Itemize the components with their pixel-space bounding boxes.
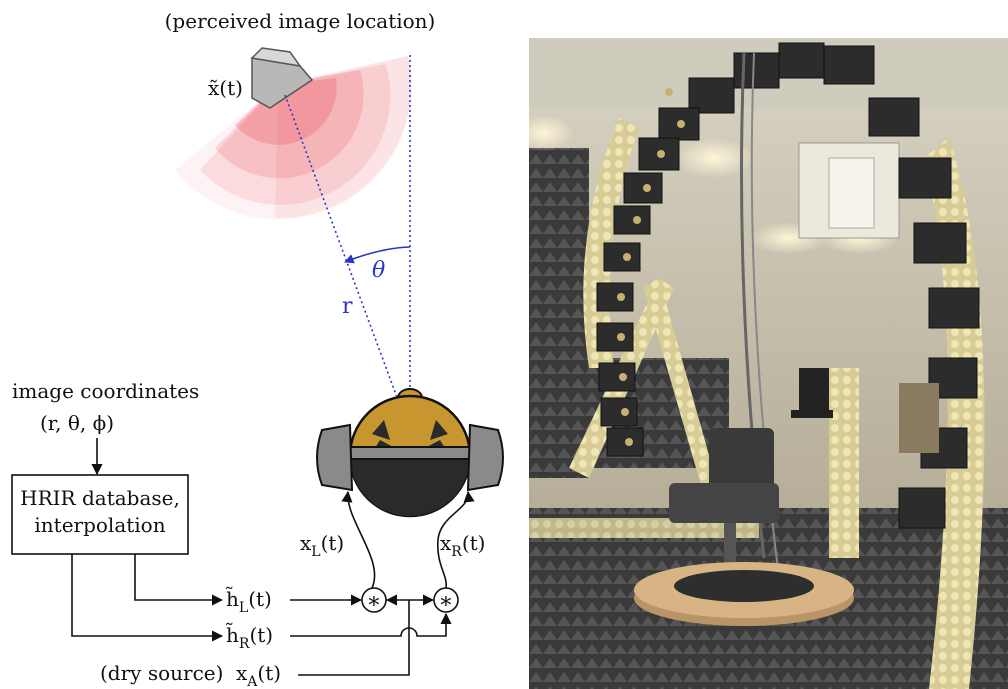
radius-label: r bbox=[342, 294, 353, 319]
image-coordinates-title: image coordinates bbox=[12, 379, 199, 403]
dry-source-line bbox=[298, 600, 410, 676]
hrir-line-2: interpolation bbox=[34, 513, 165, 537]
theta-arc bbox=[344, 246, 411, 264]
hrir-database-box bbox=[11, 474, 189, 555]
right-cable bbox=[437, 490, 475, 589]
radius-line bbox=[284, 94, 399, 401]
svg-text:∗: ∗ bbox=[367, 589, 382, 614]
h-left-line bbox=[134, 554, 224, 606]
h-right-label: h̃R(t) bbox=[225, 623, 273, 652]
source-signal-label: x̃(t) bbox=[208, 76, 243, 100]
left-cable bbox=[341, 490, 376, 589]
binaural-synthesis-diagram: (perceived image location) x̃(t) θ r xL(… bbox=[11, 9, 504, 689]
dry-source-signal: xA(t) bbox=[236, 661, 281, 689]
h-left-label: h̃L(t) bbox=[225, 587, 272, 616]
right-convolution-node: ∗ bbox=[433, 587, 459, 614]
theta-label: θ bbox=[372, 258, 385, 283]
hrir-line-1: HRIR database, bbox=[20, 486, 180, 510]
svg-text:∗: ∗ bbox=[439, 589, 454, 614]
right-output-label: xR(t) bbox=[440, 531, 485, 560]
anechoic-chamber-photo bbox=[529, 38, 1008, 689]
perceived-location-label: (perceived image location) bbox=[165, 9, 436, 33]
virtual-speaker-icon bbox=[250, 47, 314, 109]
perceived-region-arcs bbox=[175, 56, 412, 220]
h-right-to-conv bbox=[290, 612, 452, 637]
h-right-line bbox=[71, 554, 224, 642]
left-convolution-node: ∗ bbox=[361, 587, 387, 614]
left-output-label: xL(t) bbox=[300, 531, 344, 560]
image-coordinates-values: (r, θ, ϕ) bbox=[40, 411, 114, 435]
dry-source-label: (dry source) bbox=[100, 661, 223, 685]
listener-head-icon bbox=[316, 388, 504, 518]
